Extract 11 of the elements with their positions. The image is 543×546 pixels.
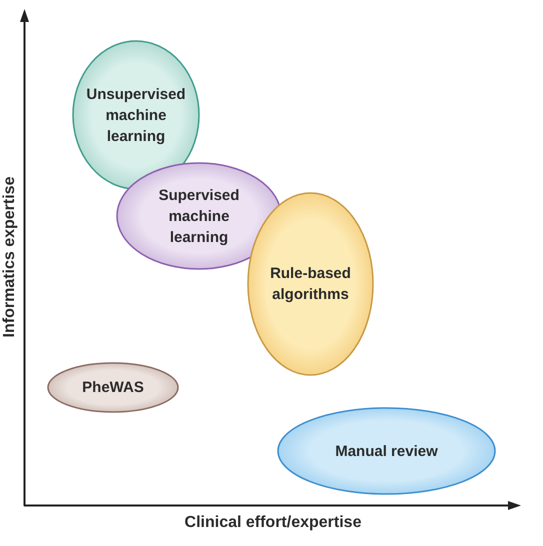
method-label: Unsupervised machine learning (85, 84, 187, 146)
x-axis-title: Clinical effort/expertise (184, 513, 362, 533)
method-ellipse (277, 407, 496, 495)
method-label: PheWAS (82, 378, 144, 398)
method-ellipse (72, 40, 200, 190)
method-label: Manual review (335, 442, 438, 462)
y-axis-title: Informatics expertise (0, 176, 19, 338)
method-label: Supervised machine learning (158, 186, 240, 248)
method-ellipse (47, 362, 179, 413)
method-label: Rule-based algorithms (269, 264, 352, 305)
method-ellipse (247, 192, 374, 376)
